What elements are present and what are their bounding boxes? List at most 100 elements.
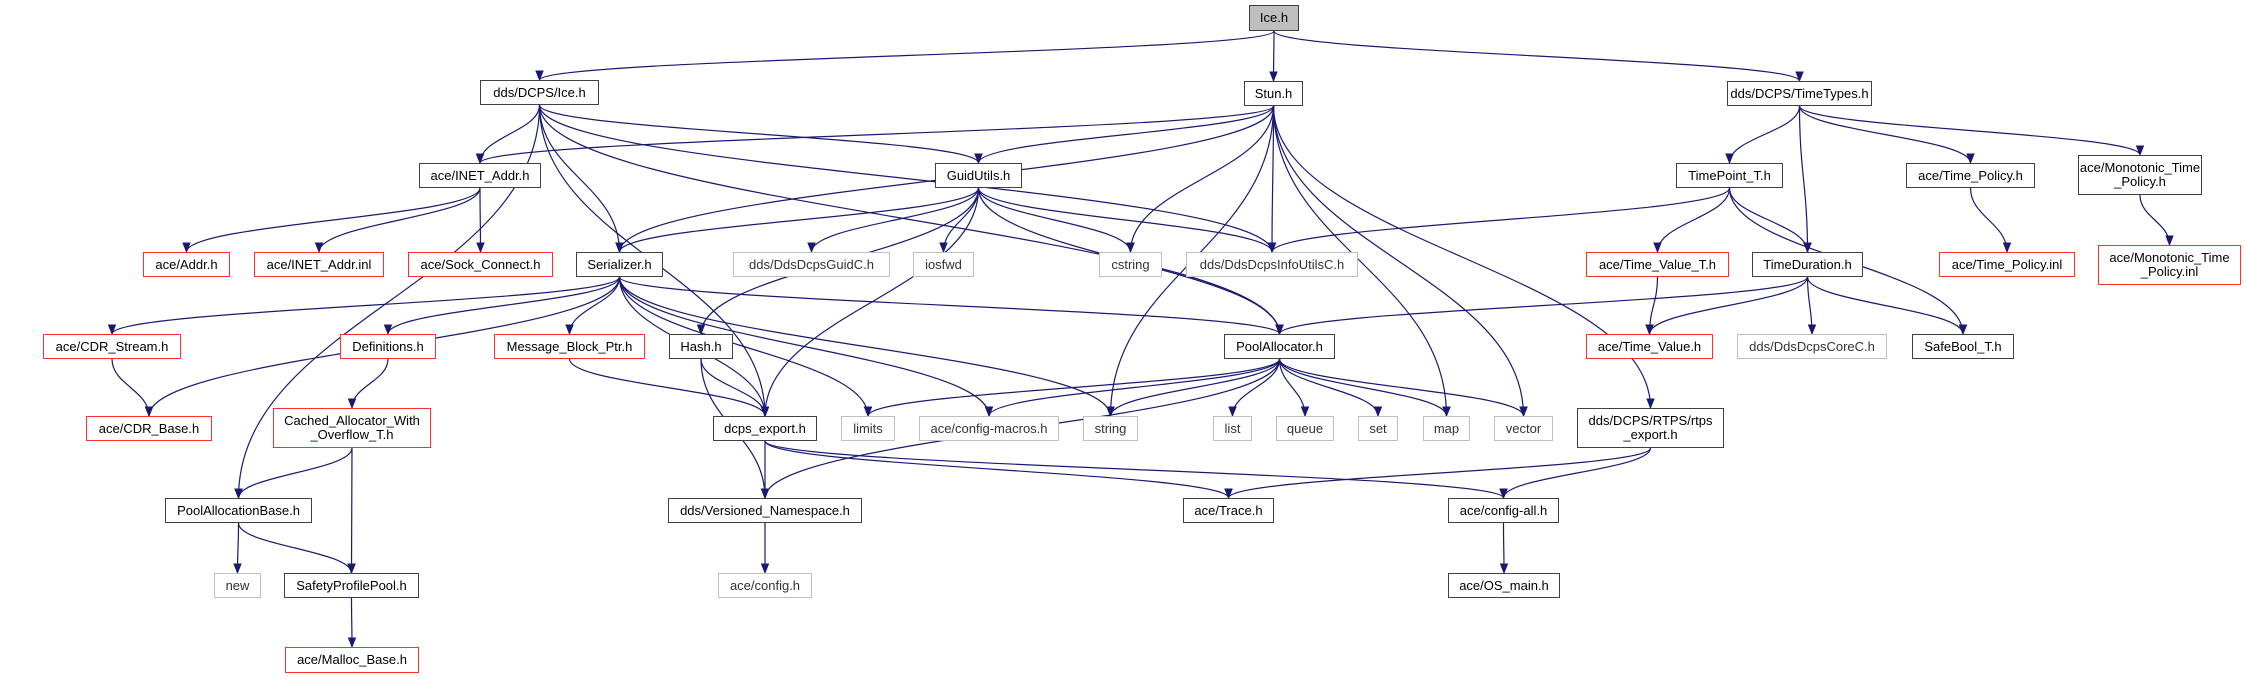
node-list[interactable]: list: [1213, 416, 1252, 441]
node-rtps-export-h[interactable]: dds/DCPS/RTPS/rtps _export.h: [1577, 408, 1724, 448]
node-time-value-t-h[interactable]: ace/Time_Value_T.h: [1586, 252, 1729, 277]
node-set[interactable]: set: [1358, 416, 1398, 441]
node-mb-ptr-h[interactable]: Message_Block_Ptr.h: [494, 334, 645, 359]
node-mono-policy-inl[interactable]: ace/Monotonic_Time _Policy.inl: [2098, 245, 2241, 285]
node-config-macros-h[interactable]: ace/config-macros.h: [919, 416, 1059, 441]
edge-timetypes-h-to-time-policy-h: [1798, 105, 1975, 165]
node-addr-h[interactable]: ace/Addr.h: [143, 252, 230, 277]
edge-serializer-h-to-definitions-h: [383, 276, 621, 336]
edge-inet-addr-h-to-addr-h: [182, 187, 481, 254]
edge-timetypes-h-to-mono-policy-h: [1798, 105, 2145, 157]
edge-safetyprofilepool-h-to-malloc-base-h: [347, 597, 357, 649]
node-poolallocator-h[interactable]: PoolAllocator.h: [1224, 334, 1335, 359]
edge-ice-h-to-timetypes-h: [1273, 30, 1804, 83]
node-cdr-base-h[interactable]: ace/CDR_Base.h: [86, 416, 212, 441]
edge-serializer-h-to-config-macros-h: [618, 276, 994, 418]
node-corec-h[interactable]: dds/DdsDcpsCoreC.h: [1737, 334, 1887, 359]
edge-dcps-ice-h-to-infoutilsc-h: [538, 104, 1277, 254]
node-time-policy-h[interactable]: ace/Time_Policy.h: [1906, 163, 2035, 188]
edge-timepoint-h-to-time-value-t-h: [1653, 187, 1731, 254]
edge-dcps-ice-h-to-guidutils-h: [538, 104, 983, 165]
edge-stun-h-to-infoutilsc-h: [1267, 105, 1277, 254]
edge-timepoint-h-to-infoutilsc-h: [1267, 187, 1731, 254]
node-time-value-h[interactable]: ace/Time_Value.h: [1586, 334, 1713, 359]
edge-inet-addr-h-to-inet-addr-inl: [314, 187, 481, 254]
node-ice-h: Ice.h: [1249, 5, 1299, 31]
edge-guidutils-h-to-serializer-h: [615, 187, 980, 254]
node-serializer-h[interactable]: Serializer.h: [576, 252, 663, 277]
node-config-h[interactable]: ace/config.h: [718, 573, 812, 598]
node-cached-alloc-h[interactable]: Cached_Allocator_With _Overflow_T.h: [273, 408, 431, 448]
edge-mb-ptr-h-to-dcps-export-h: [568, 358, 770, 418]
edge-poolallocationbase-h-to-new: [233, 522, 242, 575]
node-queue[interactable]: queue: [1276, 416, 1334, 441]
edge-dcps-ice-h-to-poolallocator-h: [538, 104, 1284, 336]
node-safebool-h[interactable]: SafeBool_T.h: [1912, 334, 2014, 359]
node-trace-h[interactable]: ace/Trace.h: [1183, 498, 1274, 523]
node-map[interactable]: map: [1423, 416, 1470, 441]
node-inet-addr-inl[interactable]: ace/INET_Addr.inl: [254, 252, 384, 277]
node-dcps-export-h[interactable]: dcps_export.h: [713, 416, 817, 441]
node-vector[interactable]: vector: [1494, 416, 1553, 441]
node-definitions-h[interactable]: Definitions.h: [340, 334, 436, 359]
edge-layer: [107, 30, 2174, 649]
node-os-main-h[interactable]: ace/OS_main.h: [1448, 573, 1560, 598]
node-malloc-base-h[interactable]: ace/Malloc_Base.h: [285, 647, 419, 673]
node-limits[interactable]: limits: [841, 416, 895, 441]
edge-rtps-export-h-to-config-all-h: [1499, 447, 1652, 500]
edge-poolallocator-h-to-list: [1228, 358, 1281, 418]
edge-rtps-export-h-to-trace-h: [1224, 447, 1652, 500]
edge-stun-h-to-map: [1272, 105, 1451, 418]
node-new[interactable]: new: [214, 573, 261, 598]
edge-poolallocator-h-to-string: [1106, 358, 1281, 418]
node-safetyprofilepool-h[interactable]: SafetyProfilePool.h: [284, 573, 419, 598]
node-mono-policy-h[interactable]: ace/Monotonic_Time _Policy.h: [2078, 155, 2202, 195]
edge-guidutils-h-to-guidc-h: [807, 187, 980, 254]
node-poolallocationbase-h[interactable]: PoolAllocationBase.h: [165, 498, 312, 523]
edge-timeduration-h-to-time-value-h: [1645, 276, 1809, 336]
node-inet-addr-h[interactable]: ace/INET_Addr.h: [419, 163, 541, 188]
edge-dcps-export-h-to-trace-h: [764, 440, 1233, 500]
node-time-policy-inl[interactable]: ace/Time_Policy.inl: [1939, 252, 2075, 277]
edge-serializer-h-to-mb-ptr-h: [565, 276, 621, 336]
edge-poolallocator-h-to-map: [1278, 358, 1451, 418]
node-config-all-h[interactable]: ace/config-all.h: [1448, 498, 1559, 523]
edge-stun-h-to-cstring: [1126, 105, 1275, 254]
node-guidutils-h[interactable]: GuidUtils.h: [935, 163, 1022, 188]
edge-guidutils-h-to-cstring: [977, 187, 1135, 254]
edge-poolallocator-h-to-limits: [863, 358, 1281, 418]
edge-dcps-ice-h-to-serializer-h: [538, 104, 624, 254]
node-infoutilsc-h[interactable]: dds/DdsDcpsInfoUtilsC.h: [1186, 252, 1358, 277]
node-guidc-h[interactable]: dds/DdsDcpsGuidC.h: [733, 252, 890, 277]
edge-guidutils-h-to-infoutilsc-h: [977, 187, 1277, 254]
node-sock-connect-h[interactable]: ace/Sock_Connect.h: [408, 252, 553, 277]
node-timeduration-h[interactable]: TimeDuration.h: [1752, 252, 1863, 277]
node-stun-h[interactable]: Stun.h: [1244, 81, 1303, 106]
edge-poolallocator-h-to-queue: [1278, 358, 1310, 418]
node-cdr-stream-h[interactable]: ace/CDR_Stream.h: [43, 334, 181, 359]
node-iosfwd[interactable]: iosfwd: [913, 252, 974, 277]
node-string[interactable]: string: [1083, 416, 1138, 441]
edge-stun-h-to-vector: [1272, 105, 1528, 418]
edge-ice-h-to-stun-h: [1269, 30, 1278, 83]
node-hash-h[interactable]: Hash.h: [669, 334, 733, 359]
node-versioned-ns-h[interactable]: dds/Versioned_Namespace.h: [668, 498, 862, 523]
edge-serializer-h-to-string: [618, 276, 1115, 418]
node-dcps-ice-h[interactable]: dds/DCPS/Ice.h: [480, 80, 599, 105]
node-timetypes-h[interactable]: dds/DCPS/TimeTypes.h: [1727, 81, 1872, 106]
edge-definitions-h-to-cached-alloc-h: [347, 358, 389, 410]
node-timepoint-h[interactable]: TimePoint_T.h: [1676, 163, 1783, 188]
edge-poolallocator-h-to-set: [1278, 358, 1383, 418]
node-cstring[interactable]: cstring: [1099, 252, 1162, 277]
edge-dcps-export-h-to-config-all-h: [764, 440, 1508, 500]
edge-serializer-h-to-cdr-stream-h: [107, 276, 621, 336]
edge-timeduration-h-to-poolallocator-h: [1275, 276, 1809, 336]
edge-config-all-h-to-os-main-h: [1499, 522, 1509, 575]
edge-guidutils-h-to-iosfwd: [939, 187, 980, 254]
edge-stun-h-to-guidutils-h: [974, 105, 1275, 165]
edge-timepoint-h-to-timeduration-h: [1728, 187, 1812, 254]
edge-serializer-h-to-poolallocator-h: [618, 276, 1284, 336]
edge-time-policy-h-to-time-policy-inl: [1969, 187, 2012, 254]
edge-timetypes-h-to-timeduration-h: [1798, 105, 1812, 254]
